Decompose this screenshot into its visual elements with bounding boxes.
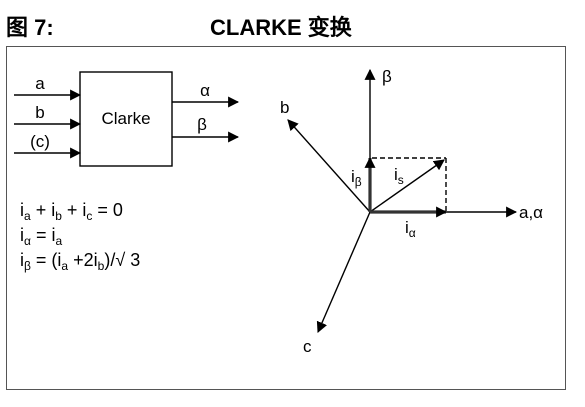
i-alpha-label: iα (405, 218, 416, 240)
beta-axis-label: β (382, 67, 392, 86)
c-axis-label: c (303, 337, 312, 356)
figure-label: 图 7: (6, 15, 54, 40)
figure-frame (6, 46, 566, 390)
clarke-block-box (79, 71, 173, 167)
i-beta-label: iβ (351, 167, 362, 189)
equation-current-sum: ia + ib + ic = 0 (20, 200, 123, 223)
vector-diagram: β a,α b c is iα iβ (280, 67, 543, 356)
figure-title: CLARKE 变换 (210, 15, 352, 40)
b-axis (287, 119, 371, 213)
b-axis-label: b (280, 98, 289, 117)
input-label-b: b (35, 103, 44, 122)
input-label-c: (c) (30, 132, 50, 151)
alpha-axis-label: a,α (519, 203, 543, 222)
output-label-alpha: α (200, 81, 210, 100)
output-label-beta: β (197, 115, 207, 134)
c-axis (316, 211, 371, 334)
clarke-block: Clarke (79, 71, 173, 167)
equation-i-alpha: iα = ia (20, 225, 62, 248)
is-vector (369, 159, 445, 213)
clarke-block-label: Clarke (101, 109, 150, 128)
equation-i-beta: iβ = (ia +2ib)/√ 3 (20, 250, 140, 273)
input-label-a: a (35, 74, 45, 93)
is-label: is (394, 165, 404, 187)
